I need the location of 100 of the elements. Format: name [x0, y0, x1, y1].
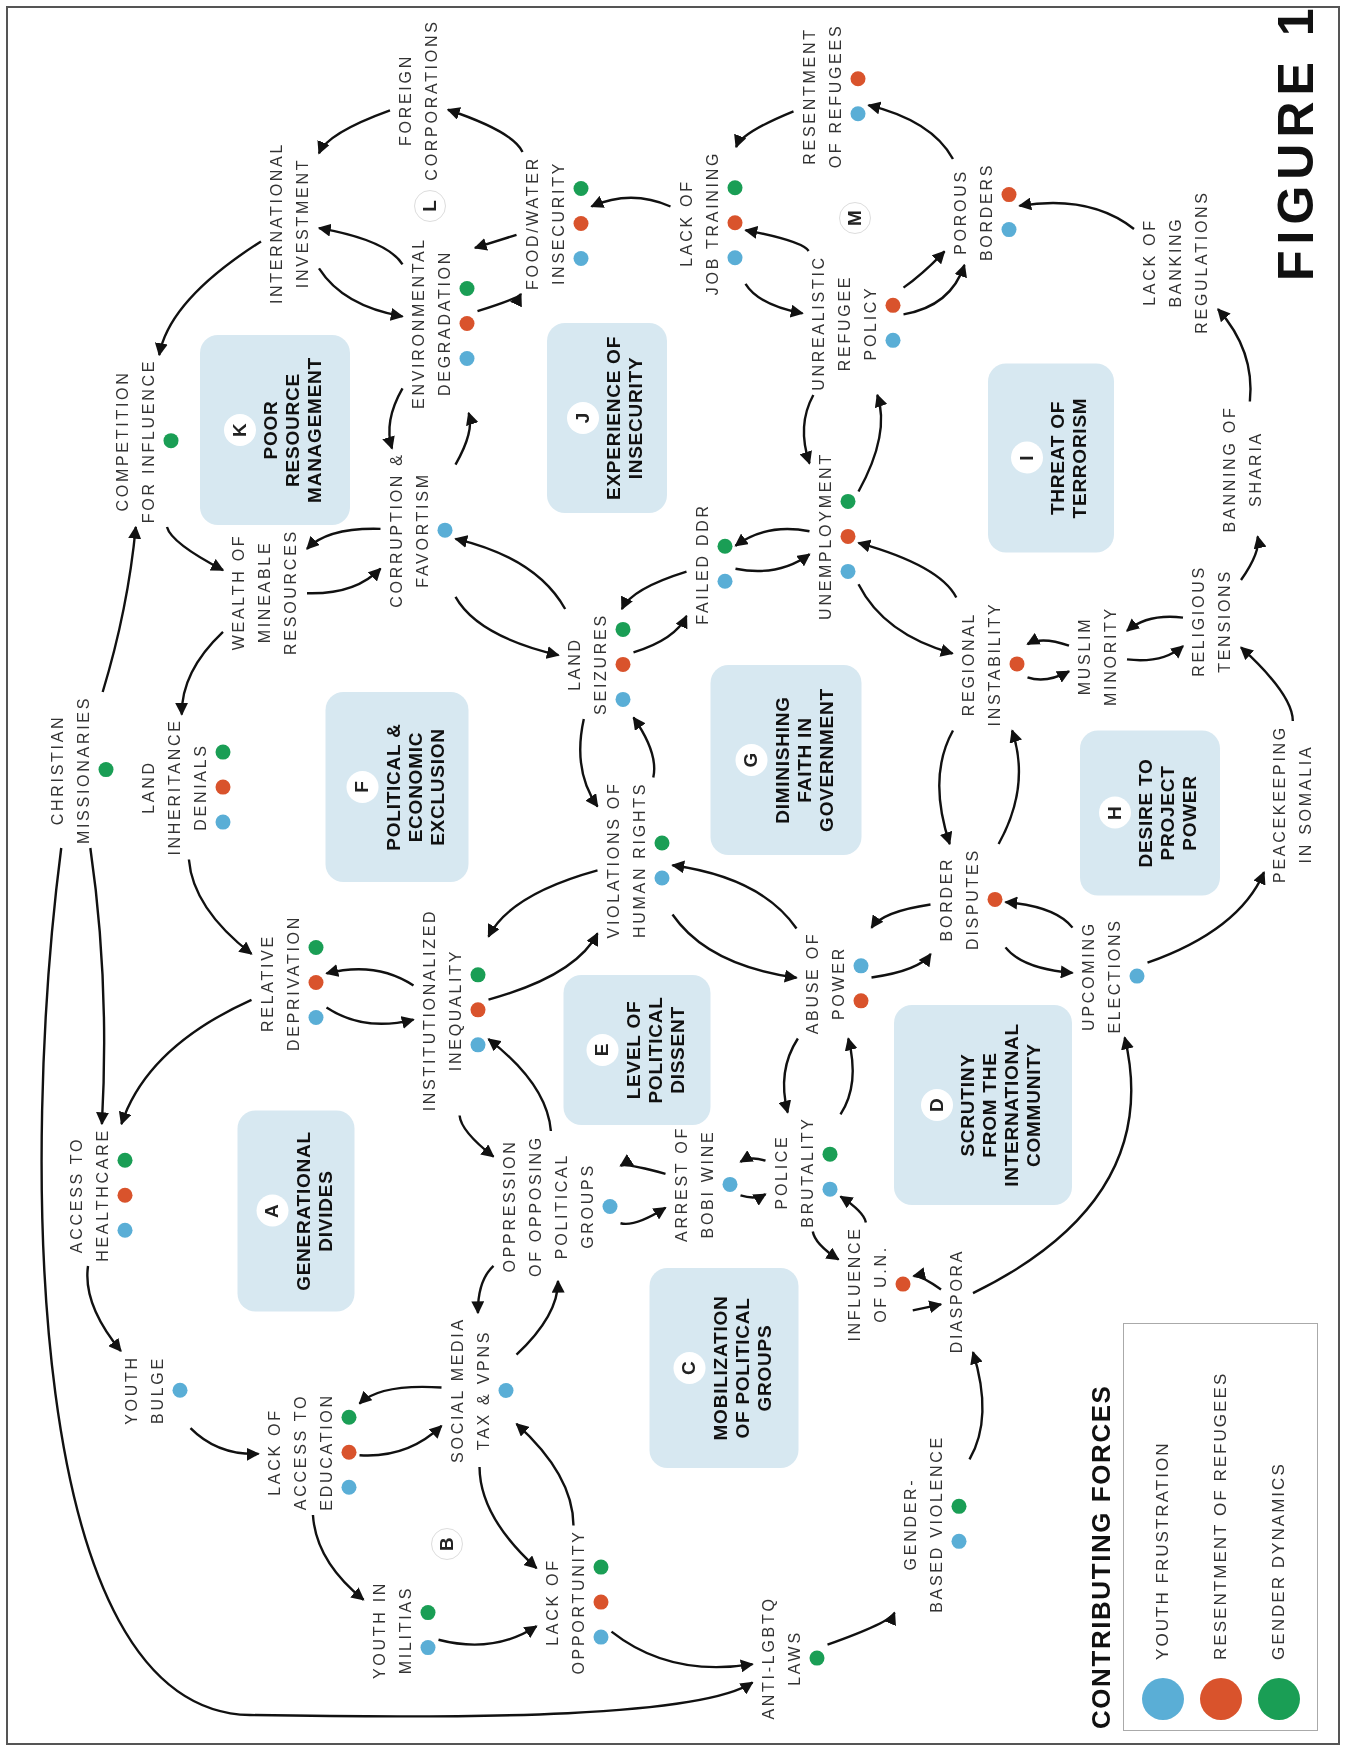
legend-heading: CONTRIBUTING FORCES	[1085, 1384, 1117, 1729]
arrow	[119, 998, 252, 1126]
arrow	[101, 525, 141, 693]
figure-title: FIGURE 1	[1268, 2, 1324, 281]
arrow	[325, 964, 415, 987]
section-letter: M	[839, 202, 871, 234]
factor-label: LAND SEIZURES	[564, 613, 610, 715]
category-title: POOR RESOURCE MANAGEMENT	[260, 357, 326, 503]
factor-label: UNEMPLOYMENT	[815, 452, 835, 620]
category-box	[200, 335, 350, 525]
factor-label: VIOLATIONS OF HUMAN RIGHTS	[603, 781, 649, 939]
arrow	[473, 233, 517, 251]
category-box	[563, 975, 711, 1125]
factor-label: CORRUPTION & FAVORTISM	[386, 452, 432, 608]
arrow	[311, 1514, 365, 1601]
arrow	[997, 729, 1022, 845]
category-title: THREAT OF TERRORISM	[1047, 397, 1091, 519]
arrow	[1217, 308, 1252, 402]
arrow	[827, 1611, 896, 1646]
factor-label: LAND INHERITANCE DENIALS	[138, 718, 210, 856]
arrow	[1126, 615, 1184, 632]
factor-label: FOREIGN CORPORATIONS	[396, 19, 441, 181]
category-title: DIMINISHING FAITH IN GOVERNMENT	[771, 688, 837, 832]
arrow	[839, 1037, 858, 1115]
category-letter: F	[346, 771, 378, 803]
arrow	[671, 860, 798, 930]
arrow	[620, 570, 687, 611]
factor-label: LACK OF ACCESS TO EDUCATION	[264, 1393, 336, 1511]
arrow	[610, 1630, 754, 1673]
arrow	[1147, 871, 1266, 964]
category-letter: E	[586, 1034, 618, 1066]
arrow	[187, 859, 253, 955]
arrow	[1018, 197, 1135, 230]
factor-label: ANTI-LGBTQ LAWS	[758, 1596, 804, 1720]
factor-label: RELATIVE DEPRIVATION	[257, 915, 303, 1051]
factor-label: REGIONAL INSTABILITY	[958, 601, 1004, 727]
arrow	[799, 394, 815, 465]
arrow	[487, 1038, 553, 1132]
category-letter: J	[567, 402, 599, 434]
arrow	[632, 716, 656, 778]
arrow	[735, 110, 794, 149]
factor-label: ENVIRONMENTAL DEGRADATION	[408, 237, 454, 409]
arrow	[307, 567, 382, 595]
factor-label: PEACEKEEPING IN SOMALIA	[1270, 725, 1315, 883]
factor-label: INFLUENCE OF U.N.	[844, 1226, 890, 1342]
arrow	[867, 101, 954, 160]
arrow	[487, 869, 598, 938]
factor-label: COMPETITION FOR INFLUENCE	[112, 358, 158, 524]
category-letter: H	[1099, 797, 1131, 829]
arrow	[454, 411, 478, 466]
factor-label: YOUTH BULGE	[121, 1355, 167, 1425]
arrow	[515, 1423, 575, 1526]
factor-label: POROUS BORDERS	[950, 162, 996, 262]
arrow	[968, 1350, 984, 1460]
category-letter: K	[224, 414, 256, 446]
category-box	[237, 1110, 355, 1312]
factor-label: DIASPORA	[947, 1248, 966, 1354]
arrow	[902, 250, 946, 289]
arrow	[811, 1231, 840, 1261]
section-letter: B	[431, 1528, 463, 1560]
arrow	[438, 1625, 538, 1646]
arrow	[317, 109, 391, 155]
category-box	[1080, 730, 1220, 896]
factor-label: INSTITUTIONALIZED INEQUALITY	[419, 908, 465, 1112]
category-letter: I	[1011, 442, 1043, 474]
arrow	[912, 1300, 943, 1314]
arrow	[590, 196, 671, 209]
category-title: SCRUTINY FROM THE INTERNATIONAL COMMUNITY	[957, 1023, 1045, 1187]
arrow	[1004, 896, 1074, 929]
arrow	[857, 583, 954, 657]
arrow	[579, 718, 599, 808]
arrow	[318, 267, 404, 321]
legend-label: YOUTH FRUSTRATION	[1151, 1441, 1173, 1660]
arrow	[358, 1385, 442, 1405]
factor-label: LACK OF OPPORTUNITY	[542, 1529, 588, 1675]
arrow	[382, 387, 404, 450]
arrow	[40, 847, 754, 1718]
factor-label: UNREALISTIC REFUGEE POLICY	[808, 255, 880, 391]
arrow	[488, 932, 599, 1001]
arrow	[778, 1037, 799, 1114]
arrow	[972, 1036, 1134, 1295]
arrow	[839, 1195, 868, 1223]
arrow	[671, 913, 798, 983]
category-title: GENERATIONAL DIVIDES	[292, 1131, 336, 1291]
arrow	[306, 527, 381, 550]
arrow	[744, 226, 810, 252]
arrow	[478, 1466, 538, 1569]
arrow	[89, 847, 109, 1126]
category-box	[894, 1005, 1072, 1205]
arrow	[458, 1115, 495, 1158]
factor-label: WEALTH OF MINEABLE RESOURCES	[229, 529, 300, 655]
arrow	[359, 1425, 443, 1457]
factor-label: GENDER- BASED VIOLENCE	[900, 1435, 946, 1613]
category-title: EXPERIENCE OF INSECURITY	[603, 336, 647, 500]
arrow	[175, 630, 224, 716]
factor-label: YOUTH IN MILITIAS	[369, 1580, 415, 1680]
arrow	[870, 903, 931, 929]
factor-label: INTERNATIONAL INVESTMENT	[267, 141, 312, 305]
legend-label: GENDER DYNAMICS	[1267, 1462, 1289, 1660]
arrow	[189, 1427, 260, 1461]
